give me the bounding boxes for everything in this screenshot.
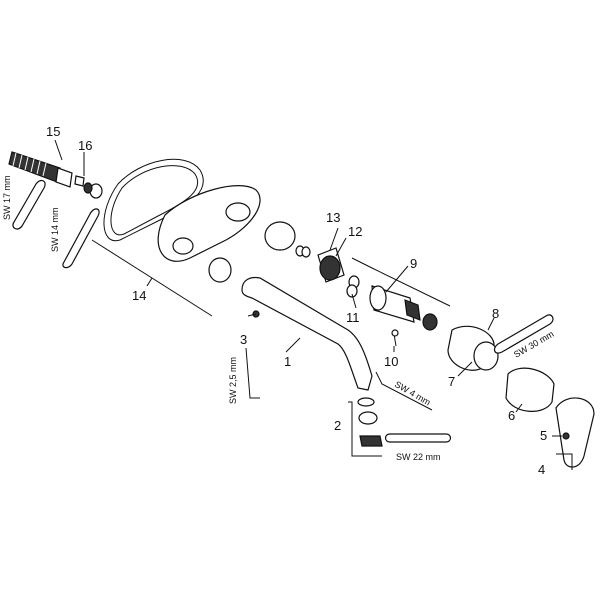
cartridge-9 <box>369 285 438 331</box>
callout-15: 15 <box>46 124 60 139</box>
extension-part <box>8 151 73 188</box>
callout-13: 13 <box>326 210 340 225</box>
cover-plate-part <box>157 185 261 262</box>
tool-label-sw17: SW 17 mm <box>2 175 12 220</box>
o-rings-13 <box>295 245 311 258</box>
wrench-30mm-icon <box>493 314 554 354</box>
callout-6: 6 <box>508 408 515 423</box>
callout-9: 9 <box>410 256 417 271</box>
handle-4 <box>555 397 595 468</box>
callout-8: 8 <box>492 306 499 321</box>
screw-10 <box>391 329 399 347</box>
o-rings-11 <box>346 275 360 298</box>
callout-2: 2 <box>334 418 341 433</box>
wrench-17mm-icon <box>12 179 46 230</box>
o-ring-small <box>208 257 232 283</box>
callout-3: 3 <box>240 332 247 347</box>
wrench-14mm-icon <box>62 208 100 269</box>
callout-1: 1 <box>284 354 291 369</box>
callout-7: 7 <box>448 374 455 389</box>
wrench-22mm-icon <box>384 433 452 443</box>
spout-1 <box>241 276 373 391</box>
callout-12: 12 <box>348 224 362 239</box>
callout-4: 4 <box>538 462 545 477</box>
tool-label-sw22: SW 22 mm <box>396 452 441 462</box>
allen-key-4mm-icon <box>375 371 433 411</box>
callout-5: 5 <box>540 428 547 443</box>
callout-lines <box>54 139 573 470</box>
tool-label-sw14: SW 14 mm <box>50 207 60 252</box>
callout-14: 14 <box>132 288 146 303</box>
aerator-2 <box>357 397 383 447</box>
screw-5 <box>562 432 570 440</box>
sleeve-7 <box>447 325 499 371</box>
tool-label-sw25: SW 2,5 mm <box>228 357 238 404</box>
cap-6 <box>505 367 555 412</box>
callout-10: 10 <box>384 354 398 369</box>
cartridge-holder-12 <box>317 247 345 283</box>
allen-key-2-5mm-icon <box>245 347 260 399</box>
o-ring-large <box>264 221 296 251</box>
nut-part <box>74 175 103 199</box>
callout-11: 11 <box>346 310 360 325</box>
callout-16: 16 <box>78 138 92 153</box>
